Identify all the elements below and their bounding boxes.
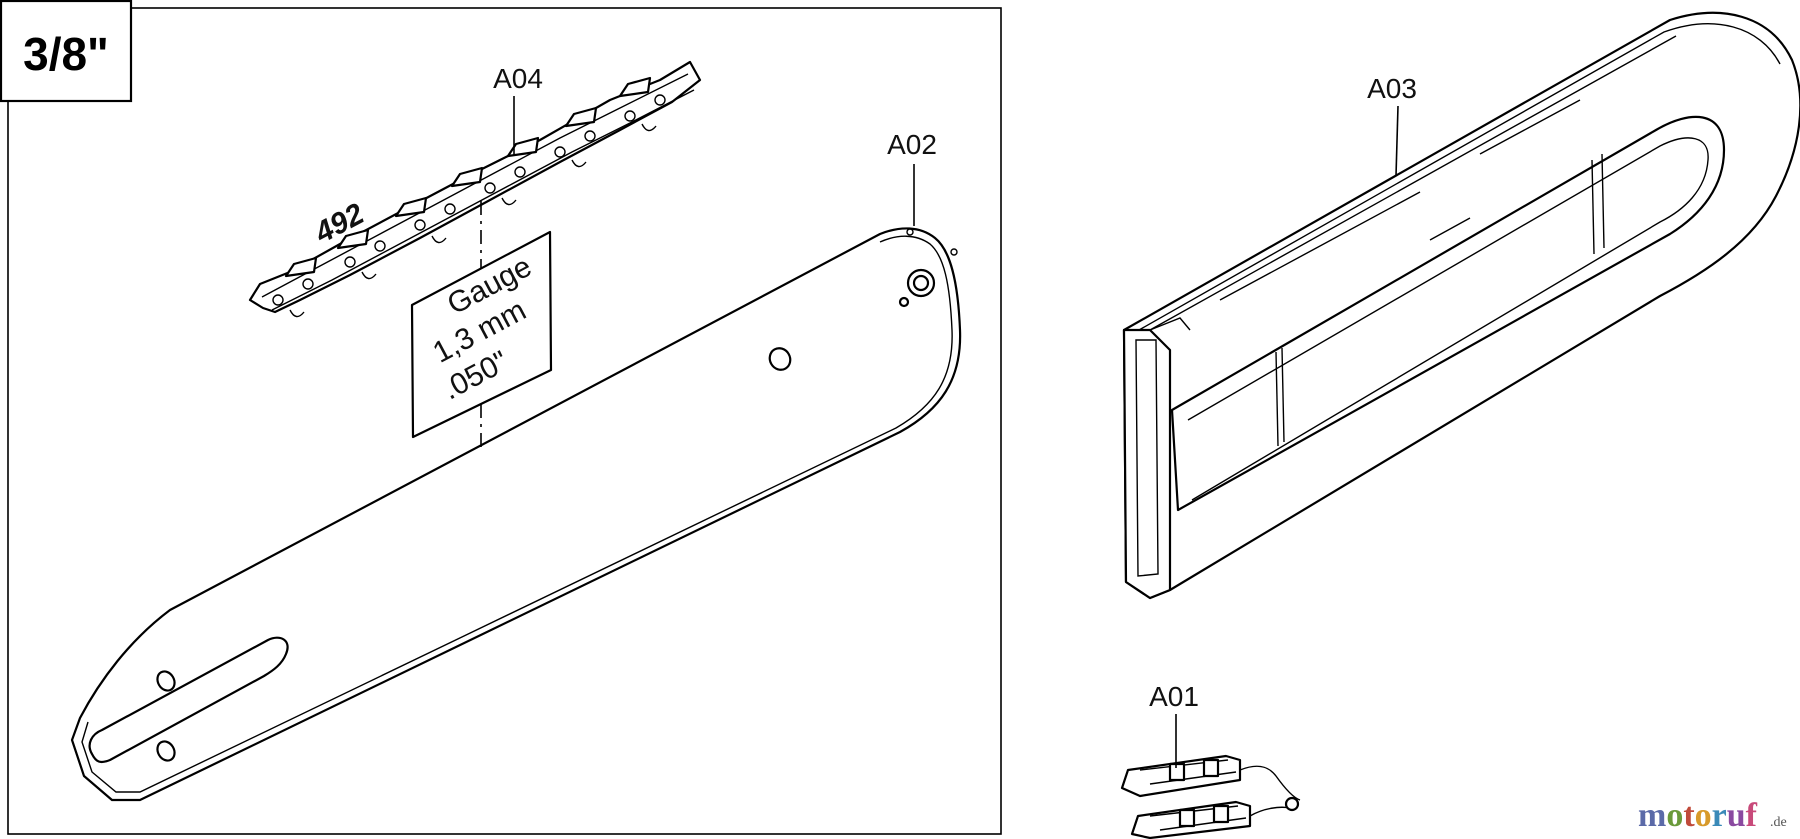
watermark-suffix: .de xyxy=(1770,815,1787,830)
watermark-logo: motoruf .de xyxy=(1638,797,1787,834)
guide-bar xyxy=(70,227,962,802)
pitch-label-box: 3/8" xyxy=(0,0,133,103)
left-frame xyxy=(7,7,1002,835)
part-label-a02: A02 xyxy=(887,129,937,160)
saw-chain xyxy=(248,60,702,318)
part-label-a03: A03 xyxy=(1367,73,1417,104)
watermark-text: motoruf xyxy=(1638,797,1758,834)
gauge-callout: Gauge 1,3 mm .050" xyxy=(410,201,553,448)
label-a03: A03 xyxy=(1367,73,1417,177)
clips xyxy=(1120,754,1301,839)
part-label-a01: A01 xyxy=(1149,681,1199,712)
bar-cover xyxy=(1122,11,1800,600)
part-label-a04: A04 xyxy=(493,63,543,94)
label-a04: A04 xyxy=(493,63,543,156)
pitch-label: 3/8" xyxy=(23,28,109,80)
label-a01: A01 xyxy=(1149,681,1199,768)
label-a02: A02 xyxy=(887,129,937,226)
